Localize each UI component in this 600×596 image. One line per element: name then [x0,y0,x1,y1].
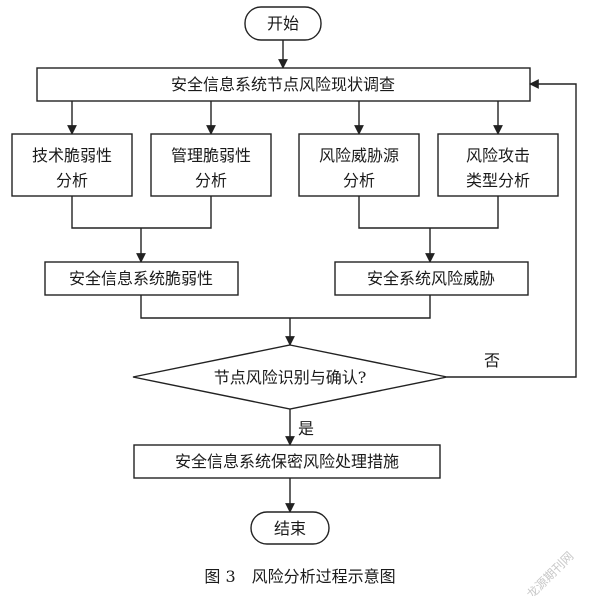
end-label: 结束 [274,519,306,538]
measures-label: 安全信息系统保密风险处理措施 [175,452,399,471]
watermark: 龙源期刊网 [524,549,576,596]
threat-source-line-2: 分析 [343,171,375,190]
threat-source-line-1: 风险威胁源 [319,146,399,165]
start-label: 开始 [267,14,299,33]
system-threat-label: 安全系统风险威胁 [367,269,495,288]
mgmt-vuln-node [150,133,272,197]
measures-node [133,444,441,479]
edge-merge-vuln [71,196,212,229]
attack-type-line-1: 风险攻击 [466,146,530,165]
survey-label: 安全信息系统节点风险现状调查 [171,75,395,94]
mgmt-vuln-line-1: 管理脆弱性 [171,146,251,165]
edge-merge-to-decision [140,295,431,319]
edge-no-loop [447,79,577,378]
decision-label: 节点风险识别与确认? [214,368,367,387]
figure-caption: 图 3 风险分析过程示意图 [204,567,395,586]
edge-no-label: 否 [484,351,500,370]
edge-yes-label: 是 [298,419,314,438]
attack-type-node [437,133,559,197]
tech-vuln-line-1: 技术脆弱性 [32,146,112,165]
end-node [250,511,330,545]
survey-node [36,67,531,102]
tech-vuln-line-2: 分析 [56,171,88,190]
threat-source-node [298,133,420,197]
system-vuln-node [44,261,239,296]
attack-type-line-2: 类型分析 [466,171,530,190]
system-vuln-label: 安全信息系统脆弱性 [69,269,213,288]
system-threat-node [334,261,529,296]
mgmt-vuln-line-2: 分析 [195,171,227,190]
edge-merge-threat [358,196,499,229]
